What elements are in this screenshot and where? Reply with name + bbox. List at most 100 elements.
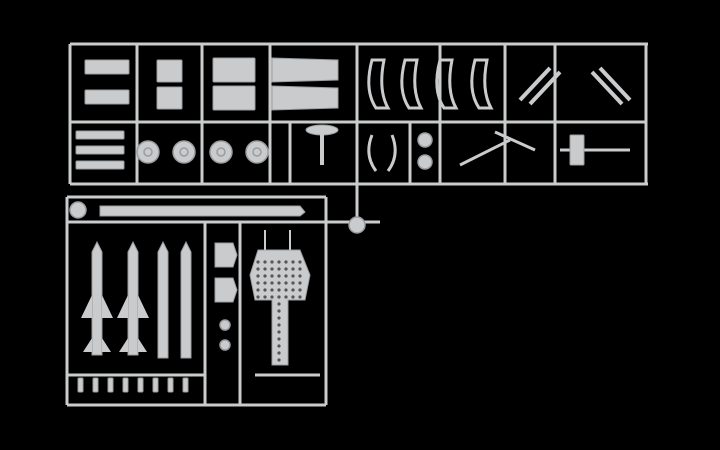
plate-hole: [277, 330, 281, 334]
plate-hole: [277, 316, 281, 320]
small-part: [122, 377, 129, 393]
rail-part: [75, 130, 125, 140]
arm-part: [459, 138, 511, 167]
arm-part: [494, 130, 536, 152]
gear-door-part: [435, 58, 459, 110]
plate-hole: [291, 295, 295, 299]
small-part: [219, 339, 231, 351]
plate-hole: [256, 260, 260, 264]
plate-hole: [298, 274, 302, 278]
rail-part: [75, 160, 125, 170]
panel-part: [212, 85, 256, 111]
pylon-part: [214, 277, 238, 303]
plate-hole: [277, 260, 281, 264]
plate-hole: [277, 323, 281, 327]
wheel-hub: [143, 147, 153, 157]
plate-hole: [270, 267, 274, 271]
plate-hole: [298, 281, 302, 285]
strut-part: [518, 66, 552, 102]
plate-hole: [270, 281, 274, 285]
missile-part: [157, 240, 169, 359]
small-part: [219, 319, 231, 331]
gear-door-part: [400, 58, 424, 110]
wheel-hub: [179, 147, 189, 157]
gear-door-part: [470, 58, 494, 110]
plate-hole: [256, 267, 260, 271]
control-stick-part: [305, 124, 339, 136]
pylon-part: [214, 242, 238, 268]
plate-hole: [263, 267, 267, 271]
plate-hole: [263, 274, 267, 278]
plate-hole: [277, 351, 281, 355]
gate-hub: [348, 216, 366, 234]
bracket-part: [569, 134, 585, 166]
panel-part: [156, 59, 183, 83]
lower-sprue: [65, 184, 380, 407]
plate-hole: [284, 295, 288, 299]
missile-part: [180, 240, 192, 359]
panel-part: [212, 57, 256, 83]
plate-hole: [277, 274, 281, 278]
plate-hole: [298, 260, 302, 264]
small-part: [77, 377, 84, 393]
plate-hole: [270, 288, 274, 292]
plate-hole: [298, 267, 302, 271]
plate-hole: [277, 344, 281, 348]
intake-part: [271, 57, 339, 83]
plate-hole: [277, 267, 281, 271]
missile-fin: [119, 338, 147, 352]
perforated-plate-part: [249, 249, 311, 366]
plate-hole: [284, 288, 288, 292]
plate-hole: [256, 274, 260, 278]
fuel-tank-part: [99, 205, 306, 217]
plate-hole: [256, 281, 260, 285]
plate-hole: [263, 295, 267, 299]
panel-part: [156, 86, 183, 110]
small-part: [92, 377, 99, 393]
small-part: [107, 377, 114, 393]
intake-part: [271, 85, 339, 111]
plate-hole: [291, 281, 295, 285]
small-wheel-part: [417, 154, 433, 170]
wheel-hub: [216, 147, 226, 157]
plate-hole: [263, 260, 267, 264]
plate-hole: [263, 288, 267, 292]
missile-part: [91, 240, 103, 356]
bracket-part: [367, 134, 397, 172]
plate-hole: [298, 295, 302, 299]
plate-hole: [291, 288, 295, 292]
small-part: [137, 377, 144, 393]
plate-hole: [277, 281, 281, 285]
missile-part: [127, 240, 139, 356]
small-part: [182, 377, 189, 393]
plate-hole: [277, 358, 281, 362]
plate-hole: [291, 267, 295, 271]
upper-sprue: [68, 42, 648, 186]
seat-part: [84, 89, 130, 105]
plate-hole: [263, 281, 267, 285]
rail-part: [75, 145, 125, 155]
plate-hole: [284, 260, 288, 264]
plate-hole: [298, 288, 302, 292]
small-wheel-part: [417, 132, 433, 148]
strut-part: [590, 70, 624, 106]
plate-hole: [256, 288, 260, 292]
missile-fin: [117, 295, 149, 318]
plate-hole: [284, 281, 288, 285]
plate-hole: [277, 295, 281, 299]
strut-part: [528, 70, 562, 106]
plate-hole: [277, 302, 281, 306]
plate-hole: [277, 337, 281, 341]
plate-hole: [277, 309, 281, 313]
sphere-part: [69, 201, 87, 219]
strut-part: [598, 66, 632, 102]
small-part: [167, 377, 174, 393]
seat-part: [84, 59, 130, 75]
plate-hole: [291, 260, 295, 264]
plate-hole: [277, 288, 281, 292]
plate-hole: [284, 274, 288, 278]
small-part: [152, 377, 159, 393]
plate-hole: [256, 295, 260, 299]
missile-fin: [81, 295, 113, 318]
